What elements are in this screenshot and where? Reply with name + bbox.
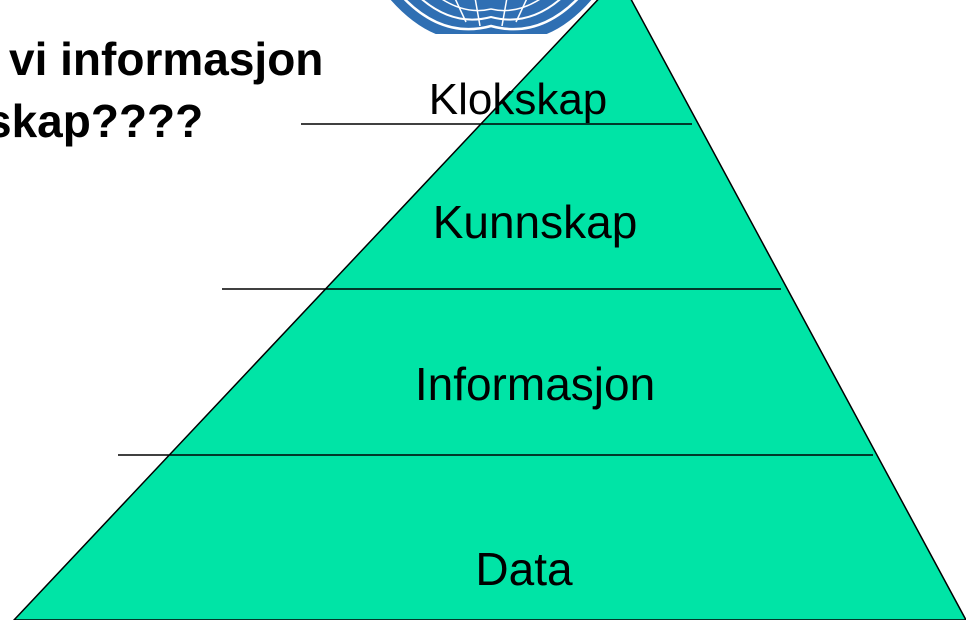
level-label-informasjon: Informasjon xyxy=(414,358,656,410)
pyramid-shape xyxy=(12,0,966,620)
level-label-klokskap: Klokskap xyxy=(428,75,608,124)
level-label-data: Data xyxy=(475,543,573,595)
level-label-kunnskap: Kunnskap xyxy=(432,196,638,248)
globe-logo-icon xyxy=(374,0,608,34)
slide-title: vi informasjon skap???? xyxy=(0,28,323,152)
slide-title-line-1: vi informasjon xyxy=(9,33,324,85)
slide-title-line-2: skap???? xyxy=(0,95,204,147)
